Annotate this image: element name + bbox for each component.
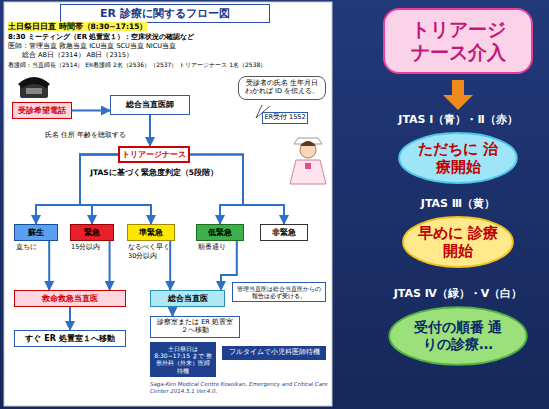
process-box: 管理当直医は総合当直医からの報告は必ず受ける。 [232,282,326,302]
process-box: すぐ ER 処置室１へ移動 [14,330,126,347]
process-box: トリアージ ナース介入 [383,8,533,74]
node-text: 診察室または ER 処置室２へ移動 [154,319,236,335]
node-text: 低緊急 [208,228,232,238]
note-label: 総合 AB日（2314） AB日（2315） [22,52,133,60]
ellipse-node: ただちに 治療開始 [398,132,518,184]
node-text: 受診者の氏名 生年月日 わかれば ID を伝える。 [244,80,320,96]
note-label: JTAS Ⅰ（青）・Ⅱ（赤） [398,113,517,126]
note-label: 氏名 住所 年齢を聴取する [45,131,126,139]
node-text: ただちに 治療開始 [413,140,503,176]
flow-arrow [72,110,110,112]
flow-arrow [69,307,71,330]
orange-arrow [443,80,473,110]
process-box: 緊急 [70,224,114,241]
node-text: トリアージナース [122,150,186,160]
note-label: 医師：管理当直 救急当直 ICU当直 SCU当直 NICU当直 [8,43,176,51]
ellipse-node: 受付の順番 通りの診療… [388,306,528,366]
note-label: JTAS Ⅲ（黄） [421,197,495,210]
node-text: 早めに 診療開始 [413,224,503,260]
nurse-figure [290,138,326,184]
node-text: 救命救急当直医 [42,294,98,304]
flow-arrow [149,115,151,146]
process-box: 受診希望電話 [12,102,72,119]
ellipse-shape [399,133,517,183]
process-box: 総合当直医 [150,290,225,307]
process-box: ER 診療に関するフロー図 [60,4,270,23]
flow-arrow [172,307,174,316]
note-label: 30分以内 [128,253,157,261]
note-label: 土日祭日日直 時間帯（8:30~17:15） [8,22,147,31]
note-label: 直ちに [16,244,37,252]
node-text: 総合当直医 [168,294,208,304]
process-box: 非緊急 [260,224,308,241]
flow-arrow [190,155,284,225]
node-text: 非緊急 [272,228,296,238]
process-box: 受診者の氏名 生年月日 わかれば ID を伝える。 [238,76,326,100]
note-label: なるべく早く [128,244,170,252]
process-box: 診察室または ER 処置室２へ移動 [150,316,240,338]
note-label: 8:30 ミーティング（ER 処置室１）：空床状況の確認など [8,33,194,41]
document-page [4,2,332,406]
process-box: ER受付 1552 [262,112,308,124]
flow-arrow [80,155,118,225]
note-label: 15分以内 [71,244,100,252]
note-label: JTAS Ⅳ（緑）・Ⅴ（白） [394,287,523,300]
node-text: フルタイムで小児科医師待機 [229,349,320,357]
process-box: 土日祭日は 8:30~17:15 まで 整形外科（外来）医師待機 [150,342,216,377]
note-label: 看護師：当直師長（2514） ER看護師 2名（2536）（2537） トリアー… [8,61,266,68]
flow-arrow [48,241,50,290]
node-text: トリアージ ナース介入 [402,18,514,64]
ellipse-node: 早めに 診療開始 [402,216,514,268]
process-box: 救命救急当直医 [14,290,126,307]
note-label: JTASに基づく緊急度判定（5段階） [90,168,218,177]
node-text: すぐ ER 処置室１へ移動 [25,334,114,344]
node-text: 受付の順番 通りの診療… [408,319,508,353]
process-box: 低緊急 [196,224,244,241]
ellipse-shape [389,307,526,365]
flow-arrow [109,241,111,290]
process-box: 総合当直医師 [110,95,190,115]
note-label: 順番通り [198,244,226,252]
node-text: 土日祭日は 8:30~17:15 まで 整形外科（外来）医師待機 [154,345,212,374]
flow-arrow [80,155,151,225]
flow-arrow [190,155,243,225]
node-text: ER受付 1552 [264,114,305,122]
note-label: Saga-Ken Medical Centre Koseikan, Emerge… [150,381,328,394]
process-box: フルタイムで小児科医師待機 [222,346,326,360]
node-text: 総合当直医師 [126,100,174,110]
process-box: 蘇生 [14,224,58,241]
phone-icon [18,77,50,98]
node-text: 管理当直医は総合当直医からの報告は必ず受ける。 [236,285,322,299]
node-text: 蘇生 [28,228,44,238]
node-text: ER 診療に関するフロー図 [100,7,230,20]
flow-arrow [36,155,118,225]
ellipse-shape [403,217,513,267]
node-text: 準緊急 [139,228,163,238]
node-text: 受診希望電話 [18,106,66,115]
node-text: 緊急 [84,228,100,238]
process-box: 準緊急 [127,224,175,241]
process-box: トリアージナース [118,146,190,163]
